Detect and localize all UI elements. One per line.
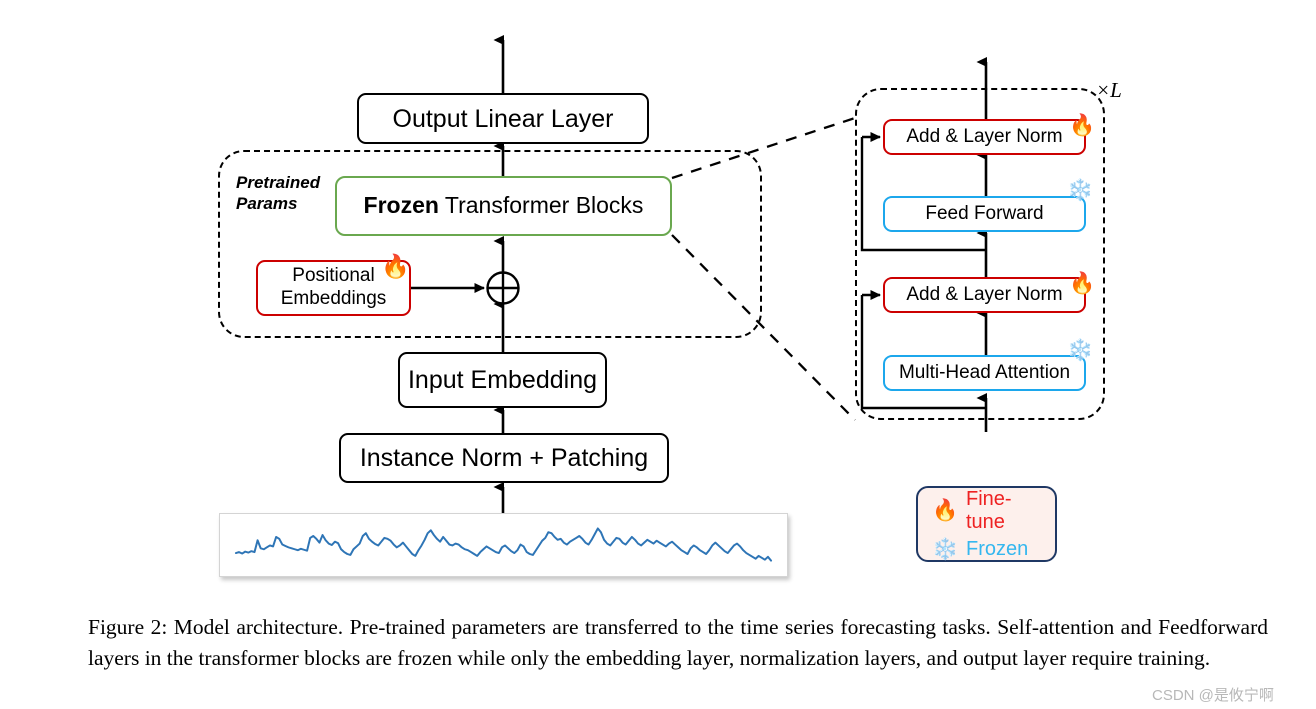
node-feed-forward[interactable]: Feed Forward — [883, 196, 1086, 232]
node-input-embedding[interactable]: Input Embedding — [398, 352, 607, 408]
node-output-linear-layer-label: Output Linear Layer — [392, 104, 614, 133]
node-instance-norm-patching-label: Instance Norm + Patching — [359, 444, 649, 472]
csdn-watermark: CSDN @是攸宁啊 — [1152, 687, 1274, 704]
legend-item-frozen-label: Frozen — [966, 537, 1029, 560]
node-positional-embeddings[interactable]: Positional Embeddings — [256, 260, 411, 316]
fire-icon: 🔥 — [1069, 114, 1096, 137]
transformer-blocks-text: Transformer Blocks — [438, 192, 644, 219]
node-instance-norm-patching[interactable]: Instance Norm + Patching — [339, 433, 669, 483]
node-multi-head-attention[interactable]: Multi-Head Attention — [883, 355, 1086, 391]
node-add-layer-norm-lower-label: Add & Layer Norm — [906, 284, 1063, 306]
node-feed-forward-label: Feed Forward — [925, 203, 1044, 225]
node-frozen-transformer-blocks-label: Frozen Transformer Blocks — [363, 192, 644, 219]
node-add-layer-norm-upper[interactable]: Add & Layer Norm — [883, 119, 1086, 155]
input-time-series-plot — [219, 513, 788, 577]
node-frozen-transformer-blocks[interactable]: Frozen Transformer Blocks — [335, 176, 672, 236]
fire-icon: 🔥 — [932, 499, 959, 522]
node-multi-head-attention-label: Multi-Head Attention — [898, 362, 1071, 384]
node-input-embedding-label: Input Embedding — [407, 366, 598, 394]
figure-caption: Figure 2: Model architecture. Pre-traine… — [88, 615, 1268, 670]
frozen-keyword: Frozen — [363, 192, 439, 219]
pretrained-params-container — [218, 150, 762, 338]
snowflake-icon: ❄️ — [1067, 179, 1094, 202]
pretrained-params-label: Pretrained Params — [236, 173, 321, 214]
repeat-count-label: ×L — [1096, 78, 1122, 102]
legend-item-fine-tune: 🔥 Fine-tune — [932, 488, 1041, 534]
node-output-linear-layer[interactable]: Output Linear Layer — [357, 93, 649, 144]
legend-box: 🔥 Fine-tune ❄️ Frozen — [916, 486, 1057, 562]
input-time-series-line — [234, 527, 773, 562]
node-add-layer-norm-upper-label: Add & Layer Norm — [906, 126, 1063, 148]
legend-item-fine-tune-label: Fine-tune — [966, 487, 1012, 533]
snowflake-icon: ❄️ — [1067, 339, 1094, 362]
node-add-layer-norm-lower[interactable]: Add & Layer Norm — [883, 277, 1086, 313]
snowflake-icon: ❄️ — [932, 537, 959, 561]
legend-item-frozen: ❄️ Frozen — [932, 538, 1041, 561]
transformer-block-detail-container — [855, 88, 1105, 420]
node-positional-embeddings-label: Positional Embeddings — [280, 265, 387, 309]
fire-icon: 🔥 — [1069, 272, 1096, 295]
fire-icon: 🔥 — [381, 253, 410, 279]
